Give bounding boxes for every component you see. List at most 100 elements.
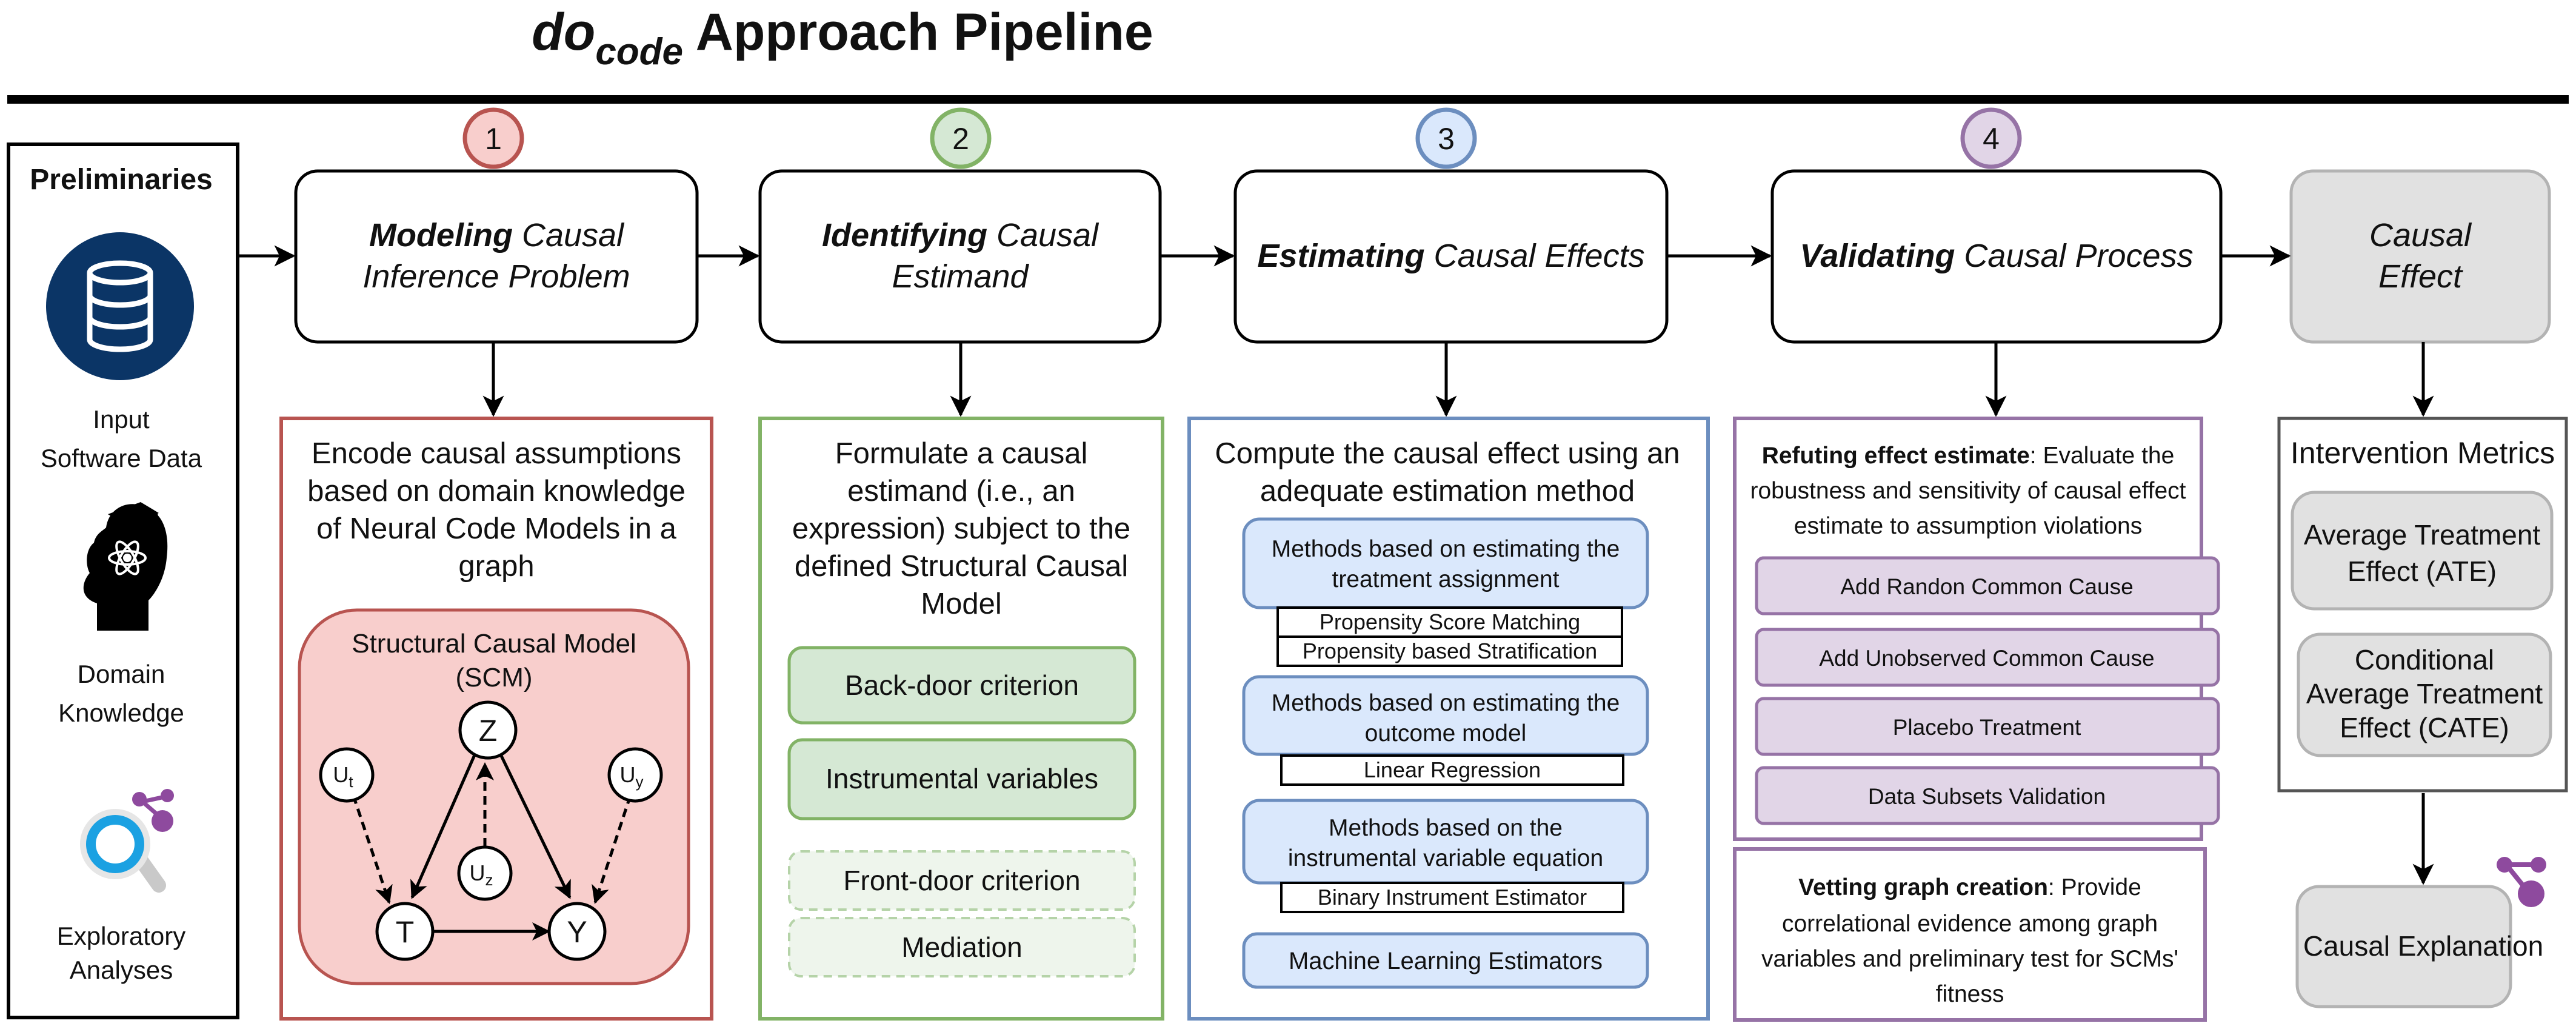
refuting-text-1: Refuting effect estimate: Evaluate the	[1762, 443, 2175, 469]
criterion-instrumental: Instrumental variables	[787, 738, 1136, 820]
input-data-label-line2: Software Data	[41, 444, 202, 472]
identifying-text-2: estimand (i.e., an	[847, 475, 1075, 508]
scm-title-1: Structural Causal Model	[352, 629, 636, 659]
exploratory-label-line1: Exploratory	[57, 922, 185, 950]
step-validating-box: Validating Causal Process	[1770, 169, 2223, 344]
scm-node-ut: Ut	[319, 747, 375, 803]
svg-text:Uz: Uz	[470, 860, 493, 889]
vetting-text-4: fitness	[1936, 981, 2004, 1007]
svg-text:Mediation: Mediation	[901, 931, 1022, 963]
modeling-text-3: of Neural Code Models in a	[316, 512, 677, 545]
scm-box	[298, 608, 690, 985]
svg-text:Inference Problem: Inference Problem	[362, 258, 630, 295]
metric-cate: Conditional Average Treatment Effect (CA…	[2297, 632, 2552, 757]
svg-text:Propensity Score Matching: Propensity Score Matching	[1320, 609, 1580, 634]
svg-text:Effect (ATE): Effect (ATE)	[2347, 555, 2497, 587]
svg-text:1: 1	[485, 122, 502, 156]
head-knowledge-icon	[83, 502, 168, 631]
svg-text:outcome model: outcome model	[1365, 720, 1527, 746]
svg-text:Causal Explanation: Causal Explanation	[2303, 930, 2543, 962]
magnifier-icon	[80, 789, 174, 893]
vetting-text-1: Vetting graph creation: Provide	[1798, 874, 2141, 900]
estimating-text-1: Compute the causal effect using an	[1215, 437, 1680, 470]
scm-edges	[352, 748, 632, 941]
svg-text:Validating Causal Process: Validating Causal Process	[1800, 238, 2193, 274]
modeling-text-1: Encode causal assumptions	[312, 437, 681, 470]
refuter-box-4	[1755, 766, 2220, 825]
svg-text:Effect (CATE): Effect (CATE)	[2340, 712, 2509, 743]
svg-text:treatment assignment: treatment assignment	[1332, 566, 1559, 592]
svg-text:4: 4	[1983, 122, 2000, 156]
method-ml-estimators: Machine Learning Estimators	[1242, 932, 1649, 989]
scm-title-2: (SCM)	[455, 663, 532, 692]
molecule-icon	[2497, 857, 2546, 907]
svg-text:3: 3	[1438, 122, 1455, 156]
modeling-text-2: based on domain knowledge	[307, 475, 686, 508]
metrics-title: Intervention Metrics	[2291, 436, 2555, 470]
svg-text:Back-door criterion: Back-door criterion	[845, 669, 1079, 701]
refuter-1: Add Randon Common Cause	[1840, 574, 2133, 599]
criterion-front-door: Front-door criterion	[788, 850, 1136, 911]
refuter-3: Placebo Treatment	[1893, 715, 2081, 740]
svg-text:Methods based on estimating th: Methods based on estimating the	[1272, 536, 1620, 562]
refuting-text-2: robustness and sensitivity of causal eff…	[1750, 478, 2186, 504]
vetting-text-3: variables and preliminary test for SCMs'	[1761, 946, 2178, 972]
svg-text:Linear Regression: Linear Regression	[1364, 757, 1541, 782]
svg-text:Conditional: Conditional	[2355, 644, 2494, 676]
criterion-mediation: Mediation	[788, 917, 1136, 977]
svg-text:Z: Z	[479, 714, 498, 748]
identifying-text-1: Formulate a causal	[835, 437, 1088, 470]
preliminaries-heading: Preliminaries	[30, 164, 213, 196]
domain-knowledge-label-line2: Knowledge	[58, 699, 184, 727]
refuter-2: Add Unobserved Common Cause	[1819, 646, 2154, 671]
svg-text:Binary Instrument Estimator: Binary Instrument Estimator	[1318, 885, 1587, 910]
refuter-4: Data Subsets Validation	[1868, 784, 2106, 809]
refuter-box-2	[1755, 628, 2220, 687]
step-4-badge: 4	[1960, 107, 2022, 169]
criterion-back-door: Back-door criterion	[787, 646, 1136, 725]
domain-knowledge-label-line1: Domain	[78, 660, 165, 688]
svg-text:Methods based on estimating th: Methods based on estimating the	[1272, 690, 1620, 716]
svg-text:Instrumental variables: Instrumental variables	[826, 763, 1098, 794]
identifying-text-4: defined Structural Causal	[795, 550, 1128, 583]
svg-text:Estimating Causal Effects: Estimating Causal Effects	[1257, 238, 1644, 274]
database-icon	[46, 232, 194, 380]
flow-arrows	[238, 245, 2434, 885]
svg-text:Modeling Causal: Modeling Causal	[369, 217, 625, 253]
identifying-text-5: Model	[921, 588, 1001, 620]
scm-node-uz: Uz	[457, 845, 513, 901]
svg-text:Uy: Uy	[620, 762, 644, 791]
svg-text:Machine Learning Estimators: Machine Learning Estimators	[1289, 948, 1603, 974]
causal-effect-box: Causal Effect	[2289, 169, 2551, 344]
svg-text:instrumental variable equation: instrumental variable equation	[1288, 845, 1603, 871]
input-data-label-line1: Input	[93, 405, 150, 434]
step-3-badge: 3	[1415, 107, 1477, 169]
svg-text:Ut: Ut	[333, 762, 353, 791]
svg-text:Estimand: Estimand	[892, 258, 1029, 295]
svg-text:Y: Y	[567, 915, 587, 949]
page-title: docode Approach Pipeline	[532, 3, 1153, 73]
vetting-panel	[1733, 847, 2207, 1022]
exploratory-label-line2: Analyses	[70, 956, 173, 984]
refuter-box-3	[1755, 697, 2220, 756]
vetting-text-2: correlational evidence among graph	[1782, 911, 2158, 937]
scm-node-z: Z	[458, 700, 518, 760]
refuters: Add Randon Common Cause Add Unobserved C…	[1755, 556, 2220, 825]
step-1-badge: 1	[462, 107, 524, 169]
scm-node-y: Y	[547, 902, 607, 961]
metric-ate: Average Treatment Effect (ATE)	[2291, 491, 2554, 611]
method-group-treatment: Methods based on estimating the treatmen…	[1242, 517, 1649, 667]
svg-text:Methods based on the: Methods based on the	[1329, 815, 1563, 841]
svg-text:Identifying Causal: Identifying Causal	[822, 217, 1099, 253]
step-modeling-box: Modeling Causal Inference Problem	[294, 169, 699, 344]
svg-text:Propensity based Stratificatio: Propensity based Stratification	[1303, 639, 1597, 663]
scm-node-uy: Uy	[607, 747, 663, 803]
svg-text:Average Treatment: Average Treatment	[2306, 678, 2543, 709]
method-group-outcome: Methods based on estimating the outcome …	[1242, 675, 1649, 786]
svg-text:T: T	[396, 915, 415, 949]
svg-text:Effect: Effect	[2378, 258, 2463, 295]
modeling-text-4: graph	[458, 550, 534, 583]
svg-text:Causal: Causal	[2369, 217, 2472, 253]
step-estimating-box: Estimating Causal Effects	[1233, 169, 1669, 344]
